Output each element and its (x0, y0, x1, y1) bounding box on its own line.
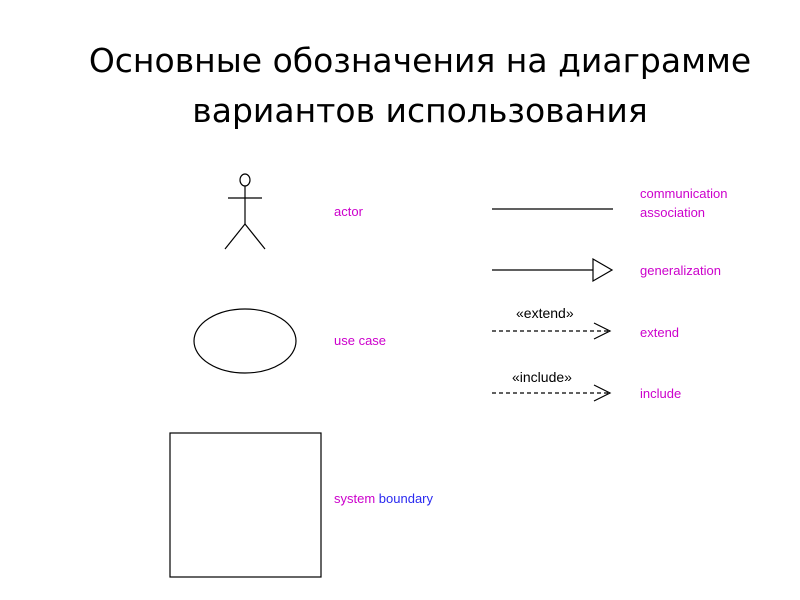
actor-label: actor (334, 204, 363, 219)
include-stereotype-label: «include» (512, 369, 572, 385)
communication-association-label: communication association (640, 184, 727, 222)
title-line-2: вариантов использования (192, 91, 648, 130)
include-label: include (640, 386, 682, 401)
title-line-1: Основные обозначения на диаграмме (88, 41, 752, 80)
use-case-ellipse-icon (193, 308, 297, 374)
communication-label-line-2: association (640, 205, 706, 220)
generalization-arrow-icon (492, 257, 614, 283)
extend-label: extend (640, 325, 680, 340)
system-boundary-label-boundary: boundary (378, 491, 434, 506)
communication-label-line-1: communication (640, 186, 728, 201)
page-title: Основные обозначения на диаграмме вариан… (40, 36, 800, 136)
extend-arrow-icon (492, 322, 612, 340)
system-boundary-label: system boundary (334, 489, 433, 508)
generalization-label: generalization (640, 263, 721, 278)
include-arrow-icon (492, 384, 612, 402)
system-boundary-rect-icon (169, 432, 322, 578)
actor-figure-icon (224, 173, 266, 250)
extend-stereotype-label: «extend» (516, 305, 574, 321)
system-boundary-label-system: system (334, 491, 376, 506)
use-case-label: use case (334, 333, 387, 348)
